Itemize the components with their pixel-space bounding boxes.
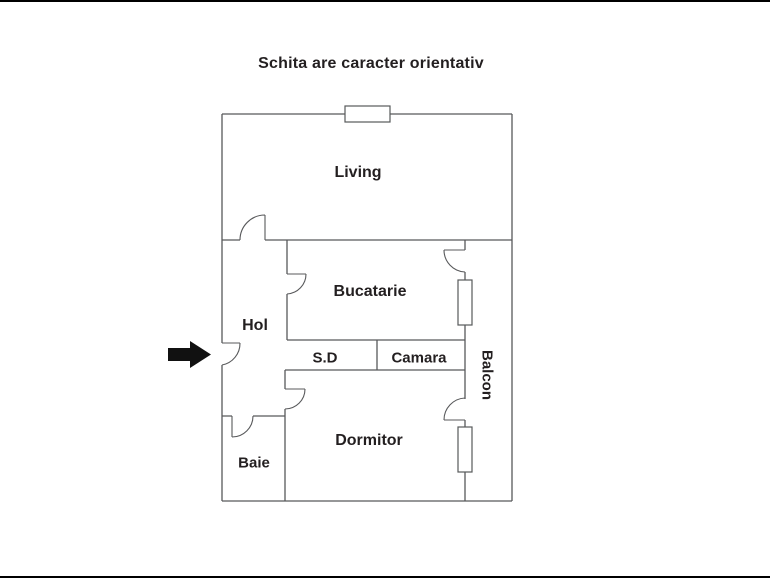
window-living <box>344 105 391 123</box>
door-balcon-dormitor <box>443 397 466 421</box>
door-dormitor <box>284 388 306 410</box>
entrance-arrow-icon <box>168 341 211 368</box>
room-label-living: Living <box>334 164 382 181</box>
room-label-camara: Camara <box>391 349 447 367</box>
window-dormitor <box>457 426 473 473</box>
room-label-dormitor: Dormitor <box>335 432 403 449</box>
door-baie <box>231 415 254 438</box>
window-bucatarie <box>457 279 473 326</box>
door-bucatarie <box>286 273 307 295</box>
door-living <box>239 214 266 241</box>
room-label-hol: Hol <box>242 317 268 334</box>
door-entrance <box>221 342 241 366</box>
room-label-baie: Baie <box>238 454 270 472</box>
room-label-bucatarie: Bucatarie <box>333 283 407 300</box>
room-label-balcon: Balcon <box>478 349 496 401</box>
plan-title: Schita are caracter orientativ <box>258 55 484 72</box>
room-label-sd: S.D <box>312 349 338 367</box>
door-balcon-bucatarie <box>443 249 466 273</box>
